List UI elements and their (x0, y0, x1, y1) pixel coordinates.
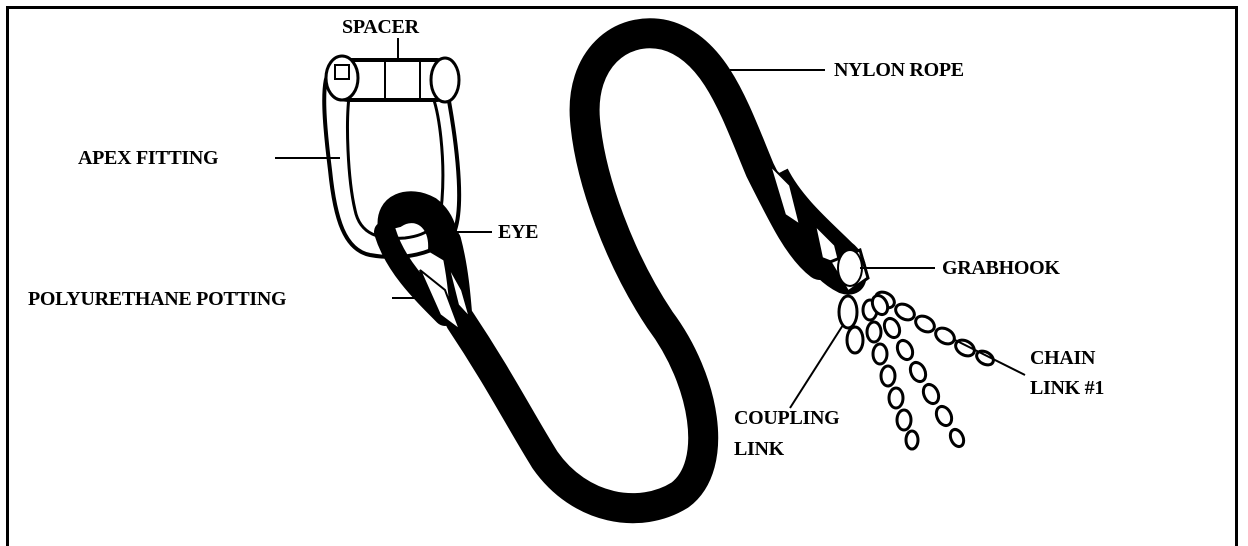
chains (839, 289, 996, 449)
label-chain-link-1-line1: CHAIN (1030, 347, 1095, 369)
label-spacer: SPACER (342, 16, 419, 38)
label-chain-link-1-line2: LINK #1 (1030, 377, 1104, 399)
label-coupling-link-line1: COUPLING (734, 407, 839, 429)
leader-coupling-link (790, 325, 843, 408)
nylon-rope (460, 33, 820, 508)
label-apex-fitting: APEX FITTING (78, 147, 218, 169)
label-coupling-link-line2: LINK (734, 438, 784, 460)
leader-chain-link (955, 340, 1025, 375)
coupling-link-shape (839, 296, 863, 353)
label-grabhook: GRABHOOK (942, 257, 1060, 279)
label-polyurethane-potting: POLYURETHANE POTTING (28, 288, 286, 310)
label-eye: EYE (498, 221, 538, 243)
label-nylon-rope: NYLON ROPE (834, 59, 964, 81)
